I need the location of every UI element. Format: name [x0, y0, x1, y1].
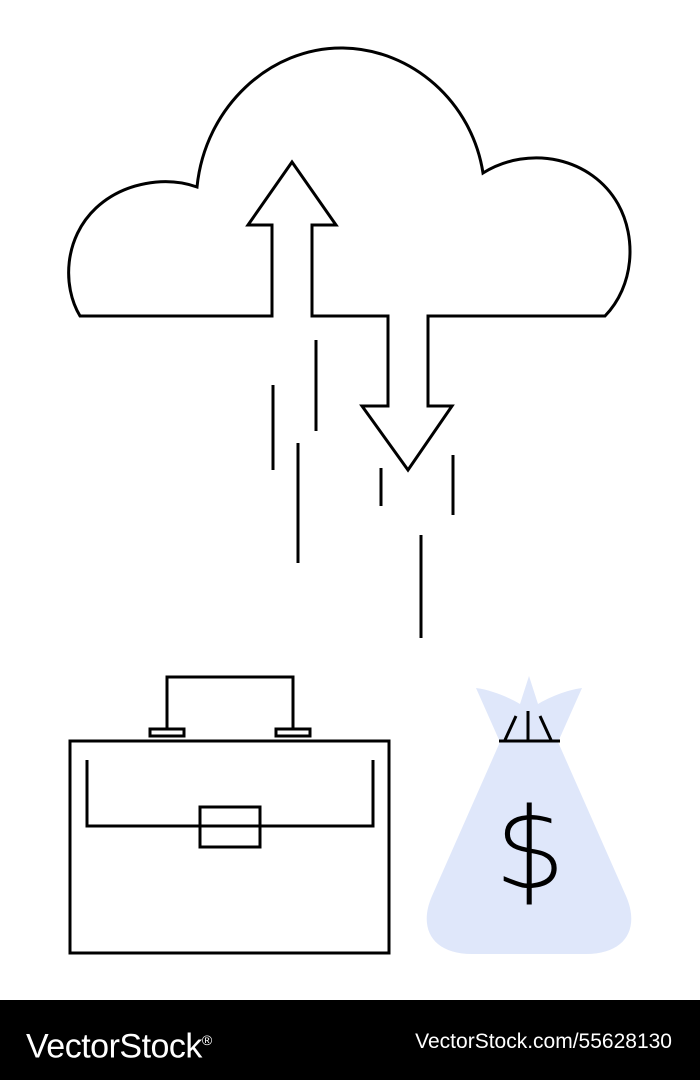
brand-name: VectorStock®: [26, 1018, 212, 1068]
briefcase-icon: [68, 675, 391, 955]
image-id: VectorStock.com/55628130: [415, 1030, 672, 1053]
brand-mark: ®: [201, 1032, 212, 1048]
money-bag-icon: $: [426, 676, 632, 954]
watermark-footer: VectorStock® VectorStock.com/55628130: [0, 1000, 700, 1080]
dollar-sign: $: [494, 785, 565, 915]
cloud-icon: [67, 46, 632, 473]
cloud-finance-illustration: $: [67, 46, 632, 955]
brand-text: VectorStock: [26, 1027, 202, 1066]
motion-lines: [271, 340, 455, 638]
